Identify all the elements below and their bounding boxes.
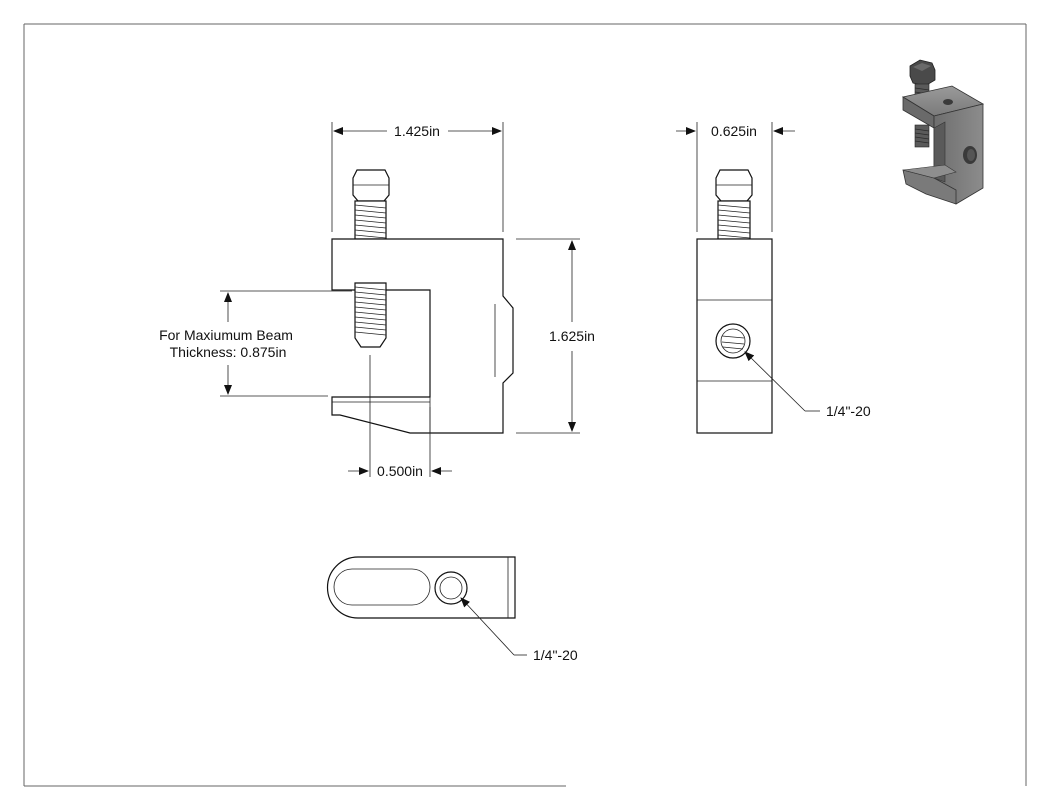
beam-clamp-3d-icon	[901, 59, 985, 205]
front-height-label: 1.625in	[549, 328, 595, 344]
beam-note-line2: Thickness: 0.875in	[170, 344, 287, 360]
front-width-label: 1.425in	[394, 123, 440, 139]
dim-front-width: 1.425in	[331, 122, 504, 232]
offset-label: 0.500in	[377, 463, 423, 479]
top-thread-callout: 1/4"-20	[460, 597, 578, 663]
screw-thread-lower	[354, 282, 387, 348]
front-view	[331, 169, 514, 477]
top-view	[326, 556, 516, 619]
screw-head	[352, 169, 390, 202]
side-threaded-hole	[715, 323, 751, 359]
dim-offset: 0.500in	[348, 407, 452, 479]
top-body	[326, 556, 516, 619]
top-thread-label: 1/4"-20	[533, 647, 578, 663]
top-slot	[333, 568, 431, 606]
dim-side-width: 0.625in	[676, 122, 795, 232]
screw-thread-upper	[354, 200, 387, 240]
dim-beam-thickness: For Maxiumum Beam Thickness: 0.875in	[159, 290, 352, 397]
side-width-label: 0.625in	[711, 123, 757, 139]
dim-front-height: 1.625in	[516, 238, 595, 434]
beam-note-line1: For Maxiumum Beam	[159, 327, 293, 343]
side-screw-head	[715, 169, 753, 202]
side-view	[696, 169, 773, 434]
drawing-frame	[23, 23, 1027, 787]
side-thread-label: 1/4"-20	[826, 403, 871, 419]
side-thread-callout: 1/4"-20	[744, 351, 871, 419]
